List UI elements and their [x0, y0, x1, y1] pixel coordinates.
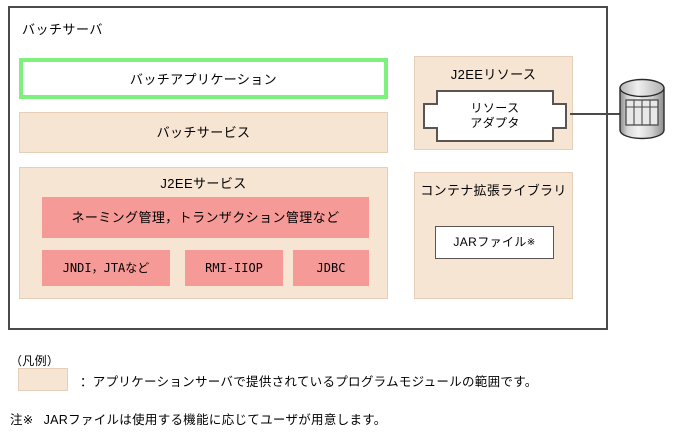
jar-file-box: JARファイル※ — [435, 226, 554, 259]
jdbc-box: JDBC — [293, 250, 369, 286]
resource-adapter-label-line1: リソース — [470, 101, 520, 115]
legend-heading: （凡例） — [10, 354, 60, 368]
database-cylinder-icon — [618, 78, 666, 140]
legend-color-swatch — [18, 368, 68, 391]
resource-adapter-label-line2: アダプタ — [470, 116, 520, 130]
legend-description: ：アプリケーションサーバで提供されているプログラムモジュールの範囲です。 — [80, 375, 538, 389]
jndi-jta-box: JNDI，JTAなど — [42, 250, 170, 286]
batch-service-label: バッチサービス — [156, 125, 251, 140]
adapter-database-connector — [570, 113, 621, 115]
rmi-iiop-label: RMI-IIOP — [205, 260, 263, 275]
batch-server-title: バッチサーバ — [22, 22, 103, 37]
naming-transaction-label: ネーミング管理，トランザクション管理など — [71, 210, 340, 225]
rmi-iiop-box: RMI-IIOP — [185, 250, 283, 286]
container-extension-library-title: コンテナ拡張ライブラリ — [420, 183, 567, 198]
footnote-text: JARファイルは使用する機能に応じてユーザが用意します。 — [43, 413, 387, 427]
jar-file-label: JARファイル — [453, 235, 527, 249]
naming-transaction-box: ネーミング管理，トランザクション管理など — [42, 197, 369, 238]
database-cylinder-svg — [619, 78, 665, 140]
footnote-label: 注※ — [10, 413, 34, 427]
resource-adapter-outline — [423, 90, 567, 142]
j2ee-resource-box: J2EEリソース リソース アダプタ — [414, 56, 573, 150]
j2ee-service-title: J2EEサービス — [160, 176, 247, 191]
jdbc-label: JDBC — [316, 260, 346, 275]
batch-application-box: バッチアプリケーション — [19, 58, 388, 99]
footnote-row: 注※ JARファイルは使用する機能に応じてユーザが用意します。 — [10, 409, 387, 428]
j2ee-resource-title: J2EEリソース — [450, 67, 537, 82]
batch-service-box: バッチサービス — [19, 112, 388, 153]
j2ee-service-box: J2EEサービス ネーミング管理，トランザクション管理など JNDI，JTAなど… — [19, 167, 388, 299]
resource-adapter-shape: リソース アダプタ — [423, 90, 567, 142]
batch-application-label: バッチアプリケーション — [129, 72, 278, 87]
jndi-jta-label: JNDI，JTAなど — [62, 260, 150, 275]
resource-adapter-label-wrap: リソース アダプタ — [423, 90, 567, 142]
container-extension-library-box: コンテナ拡張ライブラリ JARファイル※ — [414, 172, 573, 299]
